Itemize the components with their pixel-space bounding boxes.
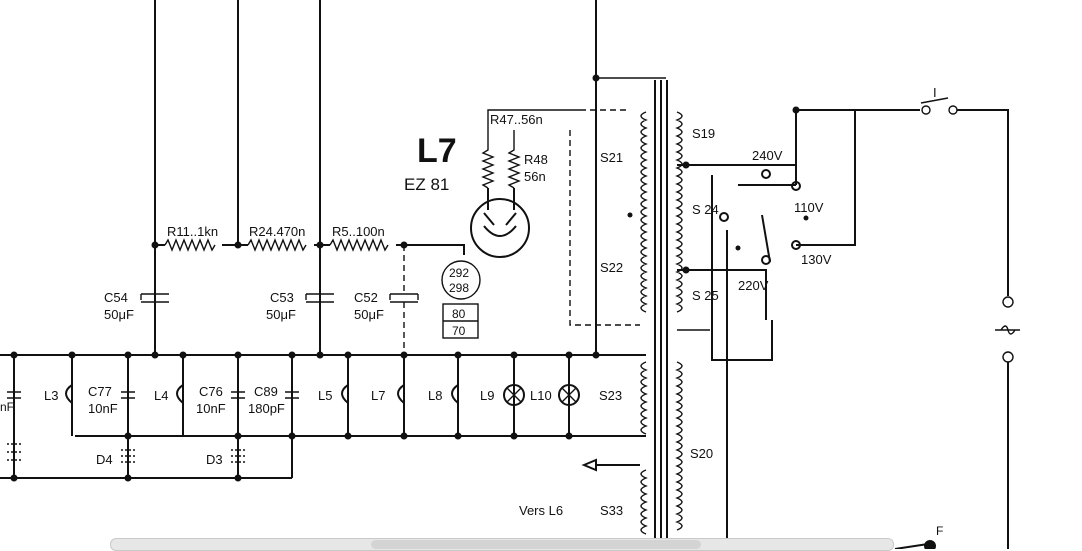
d4-label: D4 bbox=[96, 452, 113, 467]
svg-text:I: I bbox=[933, 85, 937, 100]
mains-plug bbox=[995, 296, 1020, 549]
s19-label: S19 bbox=[692, 126, 715, 141]
svg-text:C54: C54 bbox=[104, 290, 128, 305]
arrow-to-l6 bbox=[581, 458, 597, 472]
r24-label: R24.470n bbox=[249, 224, 305, 239]
s33-label: S33 bbox=[600, 503, 623, 518]
scrollbar-thumb[interactable] bbox=[371, 540, 701, 549]
svg-text:C52: C52 bbox=[354, 290, 378, 305]
filament-label-l4: L4 bbox=[154, 388, 168, 403]
capacitor-c52: C52 50μF bbox=[354, 245, 419, 355]
svg-text:50μF: 50μF bbox=[104, 307, 134, 322]
filament-l5 bbox=[341, 384, 349, 404]
power-transformer bbox=[592, 74, 710, 549]
voltage-110: 110V bbox=[794, 200, 824, 215]
mains-switch: I bbox=[920, 85, 1009, 296]
s24-label: S 24 bbox=[692, 202, 719, 217]
resistor-r5 bbox=[329, 238, 389, 252]
s21-label: S21 bbox=[600, 150, 623, 165]
filament-label-l7: L7 bbox=[371, 388, 385, 403]
d3-label: D3 bbox=[206, 452, 223, 467]
filament-l8 bbox=[451, 384, 459, 404]
r11-label: R11..1kn bbox=[167, 224, 218, 239]
resistor-r48 bbox=[507, 130, 521, 189]
capacitor-c53: C53 50μF bbox=[266, 290, 334, 322]
r47-label: R47..56n bbox=[490, 112, 543, 127]
svg-text:298: 298 bbox=[449, 281, 469, 295]
s23-label: S23 bbox=[599, 388, 622, 403]
tube-type: EZ 81 bbox=[404, 175, 449, 194]
vers-label: Vers L6 bbox=[519, 503, 563, 518]
s25-label: S 25 bbox=[692, 288, 719, 303]
svg-text:F: F bbox=[936, 524, 943, 538]
s20-label: S20 bbox=[690, 446, 713, 461]
tube-socket-ref: 292 298 80 70 bbox=[441, 260, 481, 339]
tube-label: L7 bbox=[417, 132, 457, 170]
resistor-r24 bbox=[247, 238, 307, 252]
voltage-240: 240V bbox=[752, 148, 783, 163]
voltage-220: 220V bbox=[738, 278, 769, 293]
voltage-selector bbox=[677, 106, 920, 361]
r48-value: 56n bbox=[524, 169, 546, 184]
filament-label-l10: L10 bbox=[530, 388, 552, 403]
filament-l7 bbox=[397, 384, 405, 404]
filament-l3 bbox=[65, 384, 73, 404]
svg-text:80: 80 bbox=[452, 307, 466, 321]
svg-text:50μF: 50μF bbox=[354, 307, 384, 322]
c76-name: C76 bbox=[199, 384, 223, 399]
c89-value: 180pF bbox=[248, 401, 285, 416]
capacitor-c54: C54 50μF bbox=[104, 245, 169, 355]
rectifier-tube bbox=[470, 188, 530, 258]
c89-name: C89 bbox=[254, 384, 278, 399]
c77-name: C77 bbox=[88, 384, 112, 399]
capacitor-left bbox=[7, 391, 21, 399]
filament-label-l5: L5 bbox=[318, 388, 332, 403]
filament-label-l3: L3 bbox=[44, 388, 58, 403]
svg-text:50μF: 50μF bbox=[266, 307, 296, 322]
capacitor-c89 bbox=[285, 391, 299, 399]
resistor-r11 bbox=[164, 238, 216, 252]
fuse: F bbox=[894, 524, 943, 549]
svg-text:292: 292 bbox=[449, 266, 469, 280]
filament-l4 bbox=[176, 384, 184, 404]
resistor-r47 bbox=[481, 109, 580, 189]
c77-value: 10nF bbox=[88, 401, 118, 416]
filament-label-l9: L9 bbox=[480, 388, 494, 403]
pilot-lamp-l10 bbox=[558, 384, 580, 406]
r5-label: R5..100n bbox=[332, 224, 385, 239]
voltage-130: 130V bbox=[801, 252, 832, 267]
filament-label-l8: L8 bbox=[428, 388, 442, 403]
capacitor-c76 bbox=[231, 391, 245, 399]
horizontal-scrollbar[interactable] bbox=[110, 538, 894, 551]
left-cap-value: nF bbox=[0, 400, 14, 414]
pilot-lamp-l9 bbox=[503, 384, 525, 406]
svg-text:C53: C53 bbox=[270, 290, 294, 305]
s22-label: S22 bbox=[600, 260, 623, 275]
r48-name: R48 bbox=[524, 152, 548, 167]
svg-text:70: 70 bbox=[452, 324, 466, 338]
winding-frame bbox=[569, 109, 640, 326]
c76-value: 10nF bbox=[196, 401, 226, 416]
capacitor-c77 bbox=[121, 391, 135, 399]
